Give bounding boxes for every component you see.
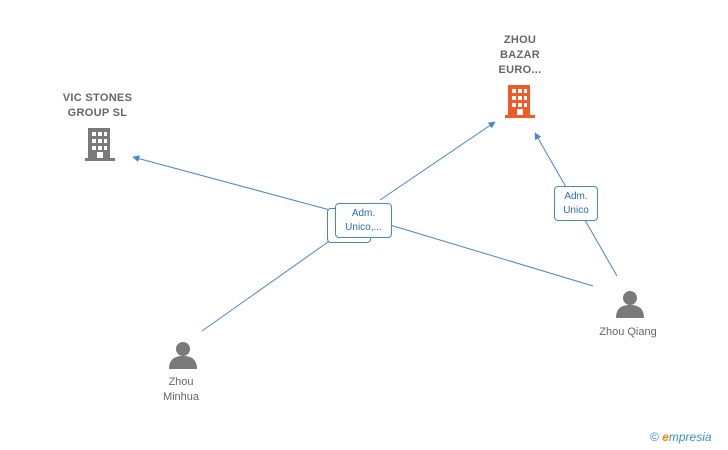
brand-name: mpresia: [668, 430, 712, 444]
person-icon: [169, 342, 197, 369]
label-line: GROUP SL: [67, 107, 128, 119]
relation-label-center[interactable]: Adm. Unico,...: [335, 203, 392, 238]
label-line: Minhua: [162, 391, 200, 403]
person-label-zhou-minhua[interactable]: Zhou Minhua: [140, 375, 222, 405]
building-icon-highlighted: [505, 85, 535, 118]
company-label-vic-stones[interactable]: VIC STONES GROUP SL: [40, 91, 155, 121]
relation-line: Adm.: [351, 208, 376, 219]
edge-minhua-link: [201, 229, 346, 332]
label-line: VIC STONES: [62, 92, 133, 104]
relation-line: Adm.: [564, 191, 588, 202]
edge-minhua-to-vic: [132, 155, 331, 211]
relation-line: Unico: [563, 205, 589, 216]
label-line: BAZAR: [500, 49, 540, 61]
building-icon: [85, 128, 115, 161]
label-line: Zhou: [168, 376, 194, 388]
label-line: Zhou Qiang: [599, 326, 657, 338]
empresia-watermark: © empresia: [650, 430, 712, 444]
copyright-symbol: ©: [650, 430, 659, 444]
relation-label-right[interactable]: Adm. Unico: [554, 186, 598, 221]
relation-line: Unico,...: [345, 222, 382, 233]
company-label-zhou-bazar[interactable]: ZHOU BAZAR EURO...: [475, 33, 565, 78]
person-icon: [616, 291, 644, 318]
label-line: ZHOU: [503, 34, 537, 46]
edge-minhua-to-bazar: [379, 121, 496, 201]
person-label-zhou-qiang[interactable]: Zhou Qiang: [580, 325, 676, 340]
brand-initial: e: [662, 430, 669, 444]
edge-qiang-link-center: [389, 224, 594, 287]
label-line: EURO...: [498, 64, 542, 76]
